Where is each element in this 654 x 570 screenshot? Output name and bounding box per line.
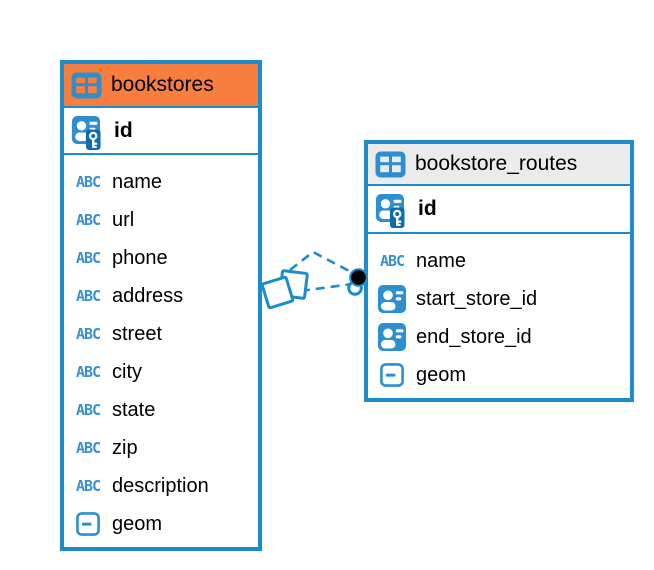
column-row[interactable]: geom (70, 505, 252, 543)
column-name: address (112, 284, 184, 307)
column-name: zip (112, 436, 138, 459)
column-name: id (114, 118, 133, 142)
text-type-icon: ABC (75, 324, 101, 343)
column-name: start_store_id (416, 287, 538, 310)
column-row[interactable]: ABC name (70, 163, 252, 201)
column-row[interactable]: ABC phone (70, 239, 252, 277)
column-name: street (112, 322, 163, 345)
column-row[interactable]: geom (374, 356, 624, 394)
text-type-icon: ABC (75, 248, 101, 267)
columns-list: ABC name ABC url ABC phone ABC address A… (64, 155, 258, 547)
column-name: description (112, 474, 209, 497)
relation-line[interactable] (289, 250, 354, 275)
column-row[interactable]: end_store_id (374, 318, 624, 356)
text-type-icon: ABC (379, 251, 405, 270)
column-name: city (112, 360, 142, 383)
column-row[interactable]: ABC street (70, 315, 252, 353)
text-type-icon: ABC (75, 438, 101, 457)
column-row[interactable]: ABC city (70, 353, 252, 391)
geometry-type-icon (70, 512, 106, 536)
text-type-icon: ABC (75, 210, 101, 229)
column-row-pk[interactable]: id (368, 186, 630, 234)
table-title: bookstore_routes (415, 152, 578, 175)
column-row[interactable]: ABC description (70, 467, 252, 505)
column-row[interactable]: start_store_id (374, 280, 624, 318)
text-type-icon: ABC (75, 362, 101, 381)
table-header-bookstore-routes[interactable]: bookstore_routes (368, 144, 630, 186)
column-name: name (112, 170, 163, 193)
table-card-bookstore-routes[interactable]: bookstore_routes id (364, 140, 634, 402)
text-type-icon: ABC (75, 476, 101, 495)
column-name: state (112, 398, 156, 421)
text-type-icon: ABC (75, 400, 101, 419)
text-type-icon: ABC (75, 172, 101, 191)
geometry-type-icon (374, 363, 410, 387)
column-name: id (418, 197, 437, 220)
table-icon (374, 151, 406, 178)
column-name: end_store_id (416, 325, 532, 348)
column-name: url (112, 208, 135, 231)
column-row[interactable]: ABC state (70, 391, 252, 429)
column-name: phone (112, 246, 168, 269)
reference-type-icon (374, 285, 410, 313)
columns-list: ABC name start_store_id (368, 234, 630, 398)
text-type-icon: ABC (75, 286, 101, 305)
column-row[interactable]: ABC name (374, 242, 624, 280)
table-header-bookstores[interactable]: bookstores (64, 64, 258, 108)
relation-diamond-endpoint[interactable] (260, 269, 309, 310)
table-title: bookstores (111, 73, 214, 96)
column-row[interactable]: ABC address (70, 277, 252, 315)
table-card-bookstores[interactable]: bookstores id A (60, 60, 262, 551)
primary-key-icon (374, 188, 410, 230)
column-row[interactable]: ABC url (70, 201, 252, 239)
relation-line[interactable] (285, 282, 353, 295)
column-name: name (416, 249, 467, 272)
column-row-pk[interactable]: id (64, 108, 258, 155)
column-name: geom (416, 363, 467, 386)
table-icon (70, 72, 102, 99)
column-name: geom (112, 512, 163, 535)
primary-key-icon (70, 110, 106, 152)
reference-type-icon (374, 323, 410, 351)
column-row[interactable]: ABC zip (70, 429, 252, 467)
